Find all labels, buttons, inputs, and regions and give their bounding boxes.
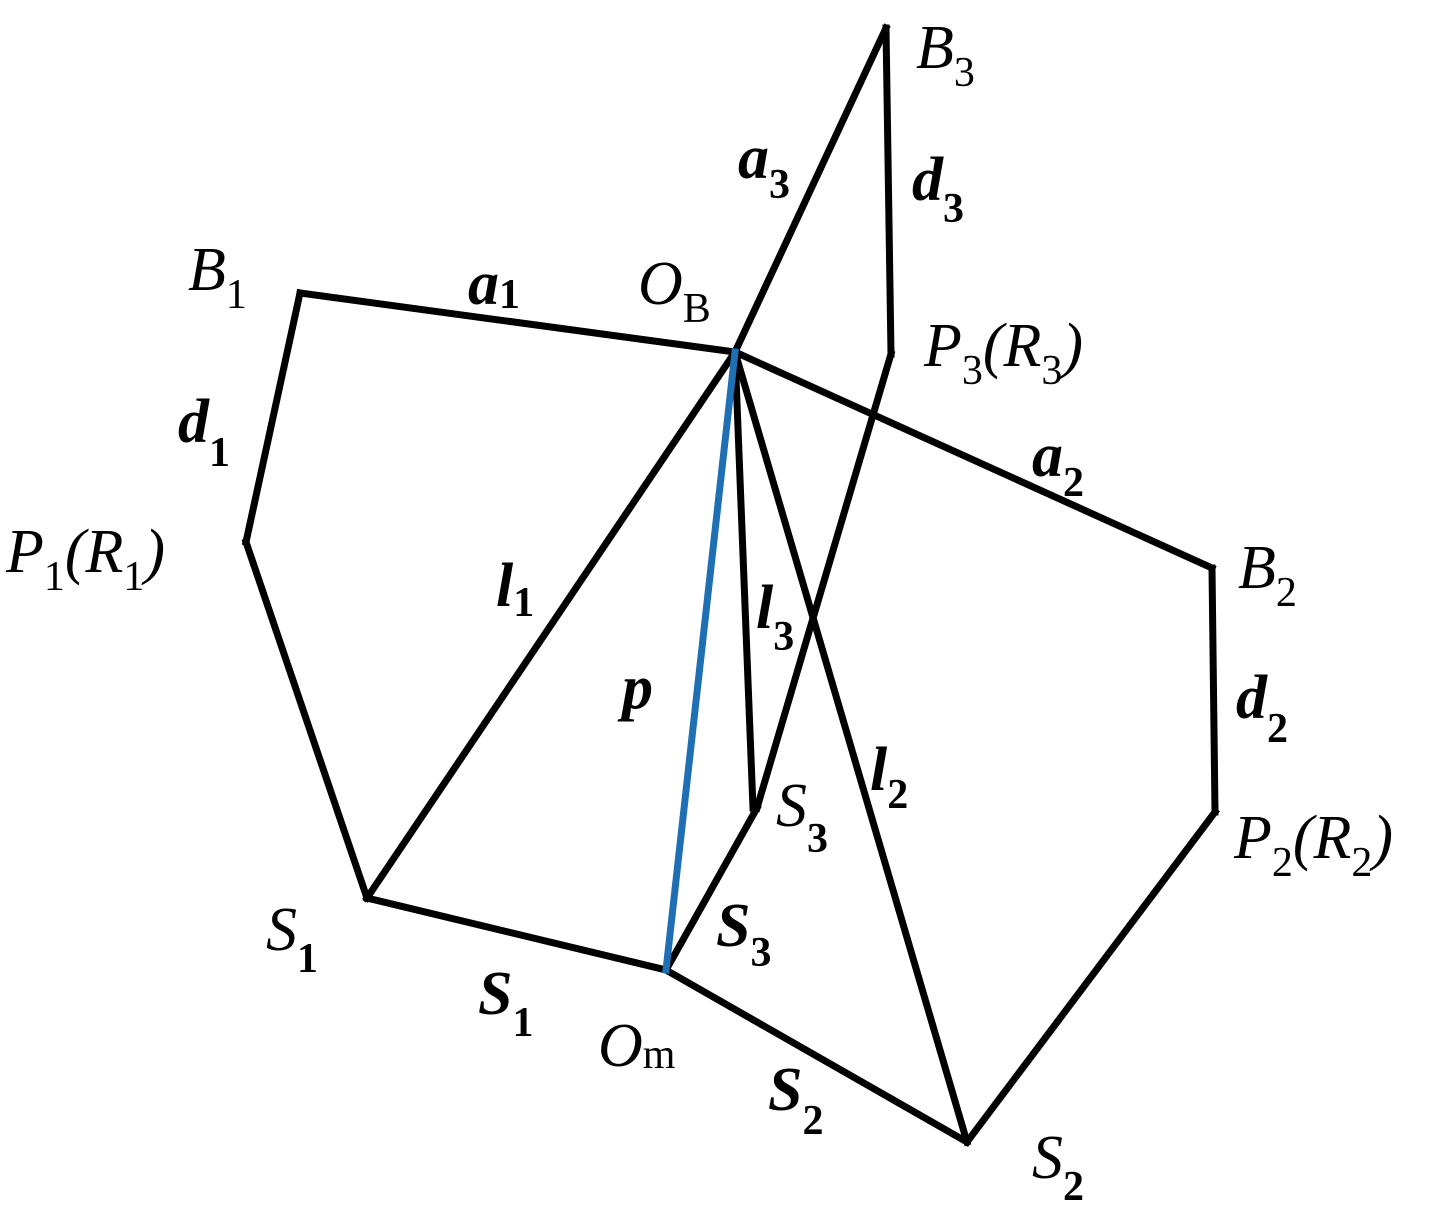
label-a1: a1 bbox=[468, 250, 520, 318]
edge-d2 bbox=[1208, 564, 1219, 816]
label-a2: a2 bbox=[1032, 422, 1084, 506]
edge-p1-s1 bbox=[241, 537, 372, 903]
label-P2: P2(R2) bbox=[1233, 804, 1393, 886]
edge-s3 bbox=[661, 803, 762, 975]
label-P3: P3(R3) bbox=[923, 312, 1083, 394]
label-Om: Om bbox=[598, 1012, 676, 1080]
edge-d1 bbox=[241, 288, 305, 547]
vector-labels: a3 d3 a1 d1 a2 l1 l3 p d2 l2 S3 S1 S2 bbox=[178, 124, 1288, 1144]
edge-s2 bbox=[661, 965, 972, 1147]
label-B2: B2 bbox=[1238, 534, 1297, 616]
label-S2-vector: S2 bbox=[768, 1056, 823, 1144]
label-S1: S1 bbox=[266, 896, 318, 982]
label-B3: B3 bbox=[916, 14, 975, 96]
label-S3-vector: S3 bbox=[716, 892, 771, 976]
edge-l3 bbox=[731, 348, 757, 812]
edge-a2 bbox=[730, 347, 1217, 573]
label-B1: B1 bbox=[188, 236, 247, 318]
edge-p bbox=[662, 348, 739, 974]
label-S3: S3 bbox=[776, 772, 828, 862]
edge-s1 bbox=[362, 893, 671, 975]
label-P1: P1(R1) bbox=[5, 518, 165, 600]
edge-a3 bbox=[730, 23, 891, 357]
label-l3: l3 bbox=[756, 574, 794, 660]
label-S1-vector: S1 bbox=[478, 960, 533, 1046]
label-p: p bbox=[617, 654, 653, 722]
label-d3: d3 bbox=[912, 146, 964, 232]
edge-p2-s2 bbox=[962, 807, 1220, 1147]
edge-a1 bbox=[296, 289, 739, 356]
edge-d3 bbox=[882, 24, 895, 358]
label-d2: d2 bbox=[1236, 664, 1288, 752]
label-d1: d1 bbox=[178, 388, 230, 476]
point-labels: B3 B1 OB P3(R3) P1(R1) B2 S3 P2(R2) S1 O… bbox=[5, 14, 1393, 1210]
label-OB: OB bbox=[638, 250, 711, 332]
label-l2: l2 bbox=[870, 736, 908, 818]
edge-l2 bbox=[730, 347, 972, 1147]
label-l1: l1 bbox=[496, 552, 534, 626]
edge-p3-s3 bbox=[752, 349, 896, 813]
label-a3: a3 bbox=[738, 124, 790, 208]
diagram-edges bbox=[241, 23, 1220, 1147]
edge-l1 bbox=[362, 347, 740, 903]
label-S2: S2 bbox=[1032, 1124, 1084, 1210]
